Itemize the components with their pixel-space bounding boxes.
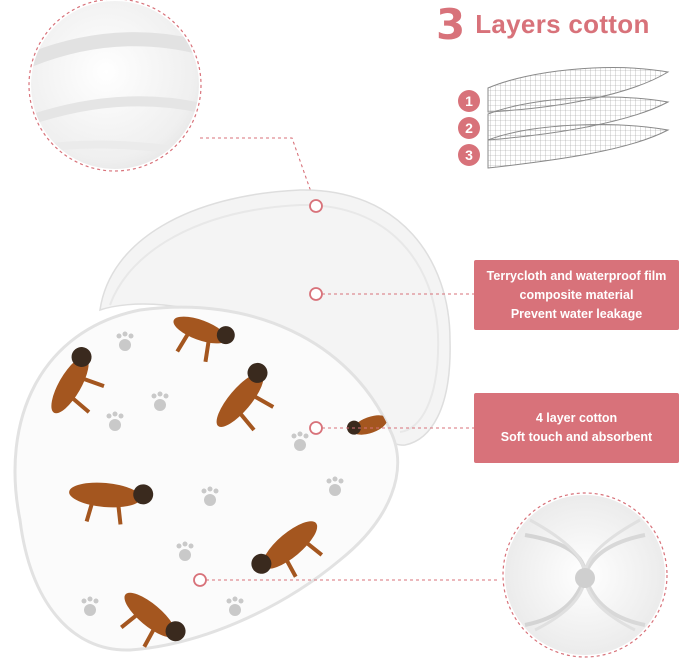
svg-text:2: 2 (465, 120, 473, 136)
layer-diagram: 1 2 3 (458, 67, 670, 169)
connector-top (200, 137, 317, 207)
layer-badge-2 (458, 117, 480, 139)
callout-cotton: 4 layer cotton Soft touch and absorbent (474, 393, 679, 463)
svg-text:3: 3 (465, 147, 473, 163)
connector-dot-top (309, 199, 323, 213)
callout-terrycloth-line-1: Terrycloth and waterproof film (486, 268, 667, 283)
header-title: 3 Layers cotton (436, 0, 650, 49)
connector-dot-lower (309, 421, 323, 435)
callout-cotton-line-2: Soft touch and absorbent (500, 430, 653, 444)
callout-terrycloth-line-2: composite material (519, 287, 634, 302)
connector-dot-bottom (193, 573, 207, 587)
muslin-detail-circle (502, 492, 668, 658)
callout-terrycloth-line-3: Prevent water leakage (510, 306, 643, 321)
front-bib-patterned (13, 305, 400, 652)
boxer-dog-pattern (51, 316, 388, 648)
terrycloth-detail-circle (28, 0, 202, 172)
layer-badge-3 (458, 144, 480, 166)
svg-text:1: 1 (465, 93, 473, 109)
layer-badge-1 (458, 90, 480, 112)
callout-cotton-line-1: 4 layer cotton (535, 411, 618, 425)
paw-print-pattern (81, 331, 344, 616)
header-text: Layers cotton (475, 8, 650, 39)
header-number: 3 (436, 0, 466, 49)
connector-dot-mid (309, 287, 323, 301)
callout-terrycloth: Terrycloth and waterproof film composite… (474, 260, 679, 330)
